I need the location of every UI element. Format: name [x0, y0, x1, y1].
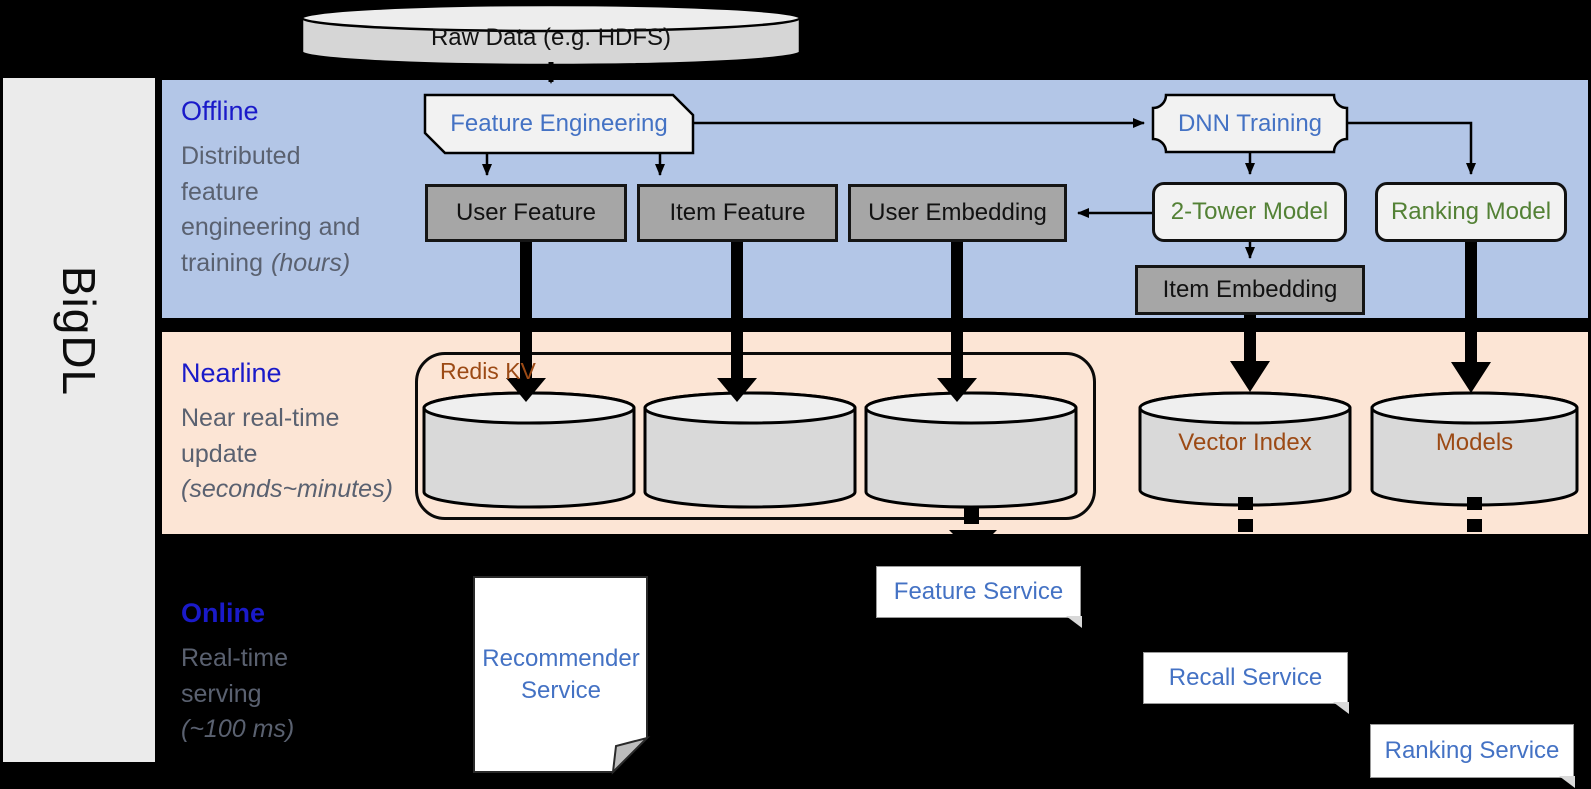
redis-kv-container [415, 352, 1096, 520]
ranking-service-box: Ranking Service [1370, 724, 1575, 788]
user-feature-box: User Feature [425, 184, 627, 242]
item-feature-box: Item Feature [637, 184, 838, 242]
user-embedding-box: User Embedding [848, 184, 1067, 242]
bigdl-sidebar: BigDL [3, 78, 155, 762]
online-section-label: Online Real-time serving(~100 ms) [181, 598, 361, 748]
offline-desc: Distributed feature engineering and trai… [181, 142, 361, 277]
raw-data-label: Raw Data (e.g. HDFS) [430, 24, 672, 51]
nearline-desc: Near real-time update(seconds~minutes) [181, 404, 393, 503]
models-label: Models [1435, 429, 1514, 456]
feature-service-box: Feature Service [876, 566, 1082, 628]
recommender-service-label: Recommender Service [482, 644, 640, 704]
folded-corner-icon [1333, 702, 1349, 714]
offline-section-label: Offline Distributed feature engineering … [181, 96, 431, 281]
feature-engineering-label: Feature Engineering [450, 110, 668, 137]
nearline-title: Nearline [181, 358, 282, 388]
redis-kv-label: Redis KV [440, 358, 536, 384]
folded-corner-icon [1559, 776, 1575, 788]
online-desc: Real-time serving(~100 ms) [181, 644, 295, 743]
ranking-model-box: Ranking Model [1375, 182, 1567, 242]
online-title: Online [181, 598, 266, 628]
nearline-section-label: Nearline Near real-time update(seconds~m… [181, 358, 441, 508]
bigdl-logo-text: BigDL [53, 265, 105, 397]
recall-service-box: Recall Service [1143, 652, 1349, 714]
folded-corner-icon [1066, 616, 1082, 628]
offline-title: Offline [181, 96, 259, 126]
item-embedding-box: Item Embedding [1135, 265, 1365, 315]
two-tower-model-box: 2-Tower Model [1152, 182, 1347, 242]
vector-index-label: Vector Index [1178, 429, 1312, 456]
dnn-training-label: DNN Training [1177, 109, 1323, 137]
